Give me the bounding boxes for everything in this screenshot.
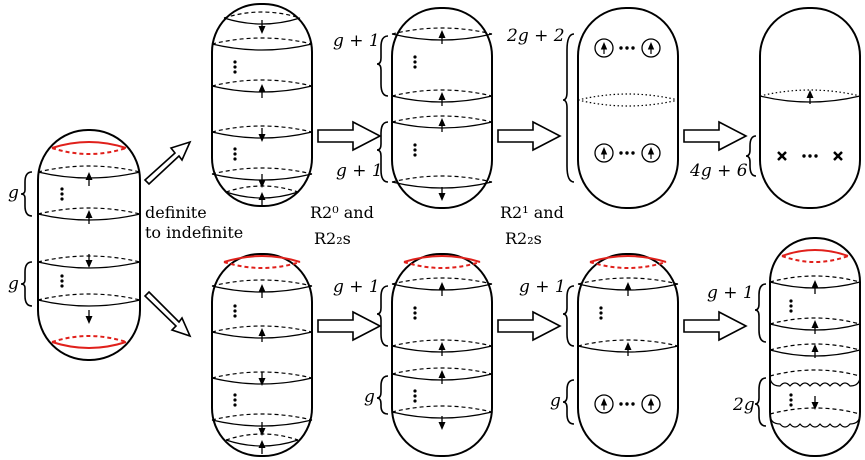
top-b-top-count: g + 1 (333, 31, 380, 51)
bottom-b-top-count: g + 1 (333, 277, 380, 297)
bottom-c-top-count: g + 1 (519, 277, 566, 297)
bottom-d-top-count: g + 1 (707, 283, 754, 303)
bottom-capsule-a (211, 253, 313, 457)
bottom-d-top-brace (754, 283, 767, 343)
top-c-brace (562, 33, 575, 183)
bottom-c-bottom-count: g (550, 391, 561, 411)
top-d-brace (745, 135, 757, 177)
arrow-to-top-row (143, 140, 192, 186)
top-capsule-c: 2g + 2 (506, 7, 679, 209)
arrow-bottom-3 (683, 310, 748, 342)
top-capsule-b: g + 1 g + 1 (333, 7, 493, 209)
arrow-top-1 (317, 120, 382, 152)
bottom-d-bottom-brace (754, 377, 767, 427)
arrow-bottom-2 (497, 310, 562, 342)
bottom-d-bottom-count: 2g (732, 395, 755, 415)
top-capsule-a (211, 3, 313, 207)
top-b-bottom-count: g + 1 (336, 161, 383, 181)
bottom-capsule-d: g + 1 2g (707, 237, 861, 457)
arrow-to-bottom-row (143, 290, 192, 338)
step2-line2: R2₂s (505, 229, 542, 248)
step1-line2: R2₂s (314, 229, 351, 248)
bottom-capsule-c: g + 1 g (519, 253, 679, 457)
bottom-c-bottom-brace (562, 379, 575, 425)
arrow-top-2 (497, 120, 562, 152)
left-top-brace (20, 171, 33, 217)
top-b-bottom-brace (376, 121, 389, 183)
bottom-capsule-b: g + 1 g (333, 253, 493, 457)
top-b-top-brace (376, 35, 389, 97)
top-c-count: 2g + 2 (506, 26, 565, 46)
bottom-c-top-brace (562, 285, 575, 347)
arrow-top-3 (683, 120, 748, 152)
step1-line1: R2⁰ and (310, 203, 374, 222)
left-top-count: g (8, 183, 19, 203)
to-indefinite-label: to indefinite (145, 223, 243, 242)
step2-line1: R2¹ and (500, 203, 564, 222)
bottom-b-bottom-brace (376, 375, 389, 415)
left-bottom-brace (20, 261, 33, 307)
bottom-b-bottom-count: g (364, 387, 375, 407)
left-capsule: g g (8, 129, 141, 361)
bottom-b-top-brace (376, 285, 389, 347)
definite-label: definite (145, 203, 207, 222)
arrow-bottom-1 (317, 310, 382, 342)
left-bottom-count: g (8, 274, 19, 294)
top-capsule-d: 4g + 6 (689, 7, 861, 209)
top-d-count: 4g + 6 (689, 161, 748, 181)
